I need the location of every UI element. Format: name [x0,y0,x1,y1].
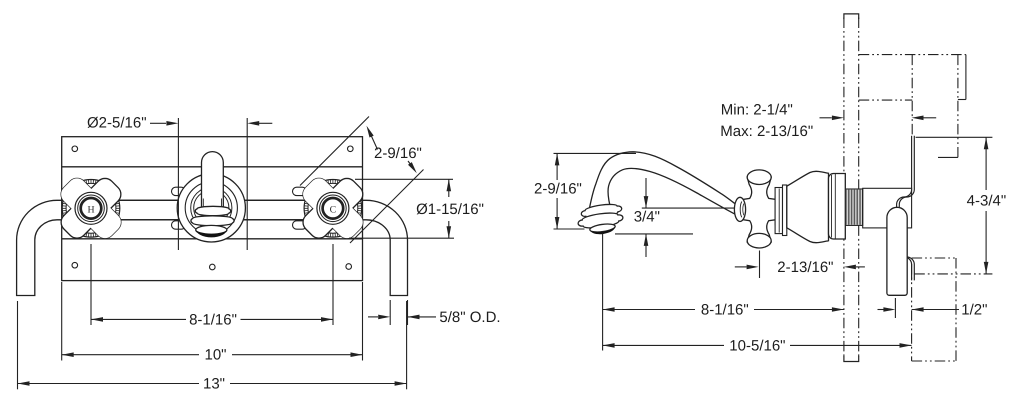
svg-text:8-1/16": 8-1/16" [189,311,237,328]
svg-text:10-5/16": 10-5/16" [729,337,785,354]
svg-text:Max: 2-13/16": Max: 2-13/16" [720,123,813,140]
svg-text:Min: 2-1/4": Min: 2-1/4" [721,102,793,119]
svg-text:3/4": 3/4" [634,209,660,226]
svg-text:C: C [330,205,337,216]
svg-text:4-3/4": 4-3/4" [967,193,1007,210]
svg-text:10": 10" [204,347,226,364]
svg-text:H: H [87,205,94,216]
svg-text:5/8" O.D.: 5/8" O.D. [439,309,500,326]
svg-text:2-9/16": 2-9/16" [374,145,422,162]
svg-text:8-1/16": 8-1/16" [701,301,749,318]
svg-text:1/2": 1/2" [961,301,987,318]
svg-text:Ø2-5/16": Ø2-5/16" [87,115,147,132]
svg-text:Ø1-15/16": Ø1-15/16" [416,201,484,218]
svg-text:13": 13" [203,375,225,392]
svg-text:2-13/16": 2-13/16" [777,259,833,276]
svg-text:2-9/16": 2-9/16" [534,181,582,198]
